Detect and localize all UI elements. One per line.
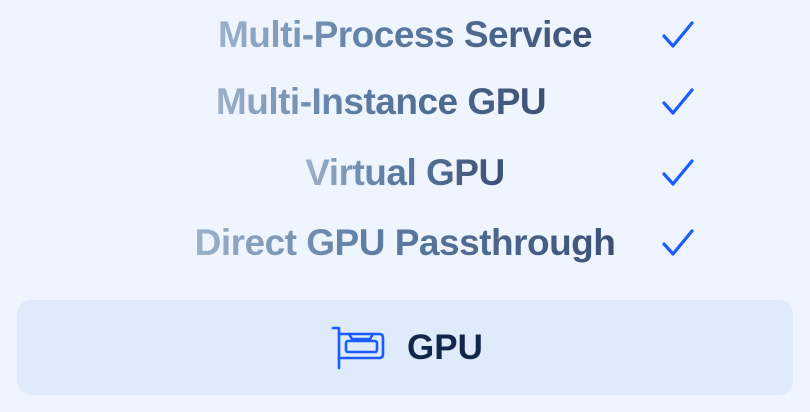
- feature-row-virtual-gpu: Virtual GPU: [0, 148, 810, 198]
- gpu-card[interactable]: [17, 300, 793, 395]
- gpu-card-icon: [331, 326, 385, 370]
- checkmark-icon: [662, 159, 694, 186]
- feature-label: Virtual GPU: [305, 148, 505, 198]
- feature-row-direct-gpu-passthrough: Direct GPU Passthrough: [0, 218, 810, 268]
- feature-label: Multi-Instance GPU: [216, 77, 547, 127]
- checkmark-icon: [662, 21, 694, 48]
- feature-label: Direct GPU Passthrough: [195, 218, 616, 268]
- feature-row-multi-instance-gpu: Multi-Instance GPU: [0, 77, 810, 127]
- feature-label: Multi-Process Service: [218, 10, 593, 60]
- feature-row-multi-process-service: Multi-Process Service: [0, 10, 810, 60]
- checkmark-icon: [662, 88, 694, 115]
- gpu-card-label: GPU: [407, 328, 483, 367]
- checkmark-icon: [662, 229, 694, 256]
